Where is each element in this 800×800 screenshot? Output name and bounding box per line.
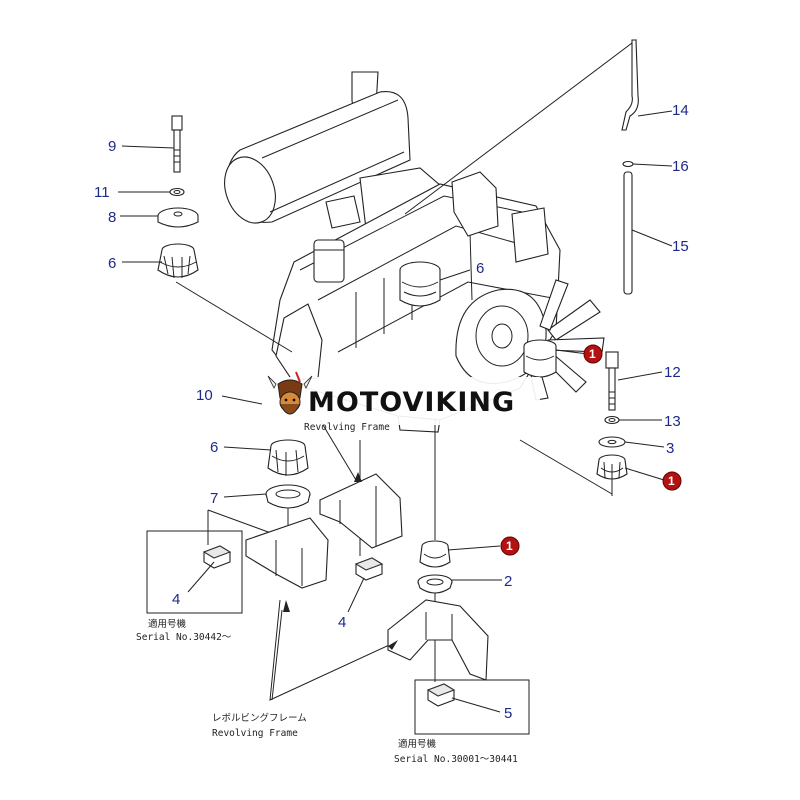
part-13-washer-right	[604, 415, 620, 425]
callout-6-left: 6	[108, 255, 116, 272]
callout-9: 9	[108, 138, 116, 155]
highlight-callouts: 1 1 1	[500, 344, 682, 556]
callout-13: 13	[664, 413, 681, 430]
revolving-frame-bracket-center	[319, 473, 403, 549]
part-4-block-boxed	[202, 545, 232, 569]
revolving-frame-bracket-left	[245, 517, 329, 589]
callout-1-right-badge: 1	[662, 471, 682, 491]
part-2-cup-bottom	[417, 574, 453, 594]
svg-text:1: 1	[668, 474, 675, 488]
part-1-mount-right	[596, 454, 628, 480]
brand-name: MOTOVIKING	[308, 387, 515, 418]
callout-4-boxed: 4	[172, 591, 180, 608]
svg-text:1: 1	[506, 539, 513, 553]
part-4-block-center	[354, 557, 384, 581]
part-6-mount-center	[267, 439, 309, 476]
revolving-frame-bracket-right	[387, 599, 489, 681]
svg-text:1: 1	[589, 347, 596, 361]
part-15-dipstick-tube	[623, 171, 633, 295]
part-7-cup-center	[265, 484, 311, 509]
callout-6-engine: 6	[476, 260, 484, 277]
watermark-caption: Revolving Frame	[304, 422, 390, 433]
callouts: 9 11 8 6 10 6 7 4 4 6 12 13 3 2 5 14 16 …	[94, 102, 689, 722]
callout-1-bottom-badge: 1	[500, 536, 520, 556]
callout-6-center: 6	[210, 439, 218, 456]
callout-12: 12	[664, 364, 681, 381]
serial-label-old: Serial No.30001～30441	[394, 754, 518, 765]
part-3-plate-right	[598, 436, 626, 448]
callout-leaders	[118, 110, 673, 713]
part-12-bolt-right	[605, 351, 619, 411]
part-9-bolt-left	[171, 115, 183, 173]
serial-box-new	[146, 530, 243, 614]
callout-11: 11	[94, 184, 110, 201]
part-5-block-boxed	[426, 683, 456, 707]
part-16-oring	[622, 160, 634, 168]
viking-mascot-icon	[267, 371, 313, 415]
callout-1-engine-badge: 1	[583, 344, 603, 364]
callout-2: 2	[504, 573, 512, 590]
callout-3: 3	[666, 440, 674, 457]
callout-7: 7	[210, 490, 218, 507]
serial-label-new: Serial No.30442～	[136, 632, 232, 643]
revolving-frame-label-jp: レボルビングフレーム	[212, 712, 307, 724]
serial-heading-old: 適用号機	[398, 738, 437, 750]
revolving-frame-label-en: Revolving Frame	[212, 728, 298, 739]
callout-15: 15	[672, 238, 689, 255]
labels: 適用号機 Serial No.30442～ レボルビングフレーム Revolvi…	[136, 618, 518, 765]
serial-heading-new: 適用号機	[148, 618, 187, 630]
callout-14: 14	[672, 102, 689, 119]
engine-block	[224, 71, 605, 433]
callout-4-center: 4	[338, 614, 346, 631]
part-6-mount-left	[157, 243, 199, 279]
part-14-dipstick-guide	[621, 39, 639, 131]
serial-box-old	[414, 679, 530, 735]
arrow-icons	[283, 472, 398, 650]
callout-8: 8	[108, 209, 116, 226]
watermark-logo: MOTOVIKING Revolving Frame	[262, 371, 540, 433]
part-1-mount-bottom	[419, 540, 451, 568]
callout-10: 10	[196, 387, 213, 404]
callout-5: 5	[504, 705, 512, 722]
part-8-plate-left	[157, 207, 199, 228]
part-11-washer-left	[169, 187, 185, 197]
callout-16: 16	[672, 158, 689, 175]
